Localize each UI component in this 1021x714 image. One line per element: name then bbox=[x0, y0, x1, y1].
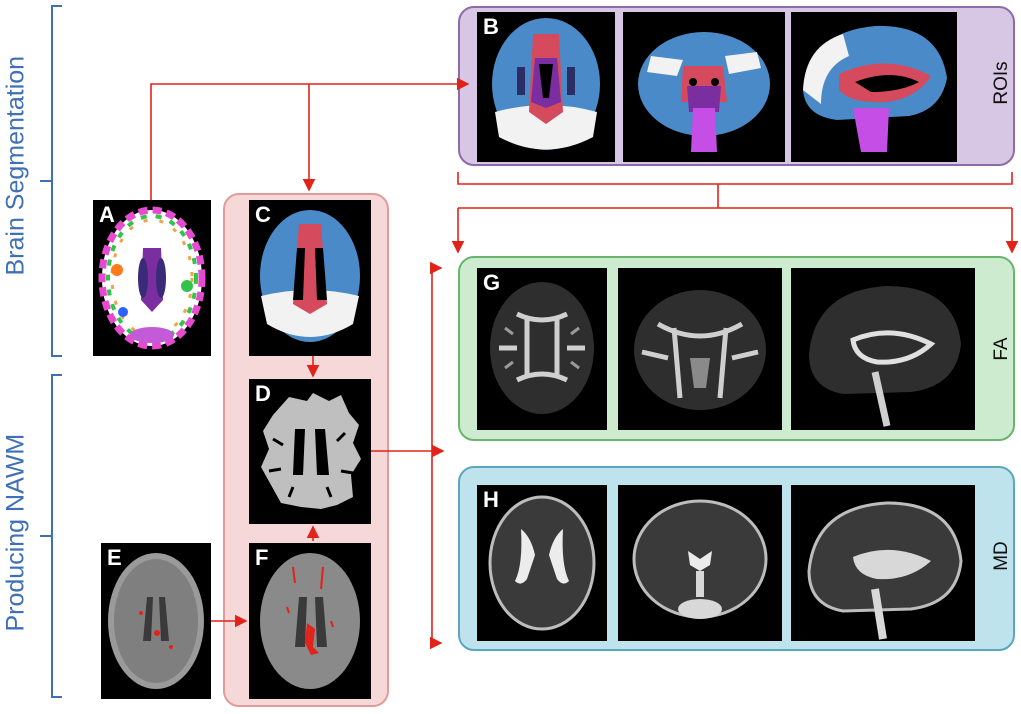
panel-letter-b: B bbox=[483, 14, 499, 39]
panel-b-sagittal-image bbox=[791, 12, 957, 162]
panel-d-image: D bbox=[249, 379, 371, 524]
panel-letter-f: F bbox=[255, 545, 269, 570]
left-bracket bbox=[431, 267, 440, 644]
brain-segmentation-brace bbox=[40, 5, 62, 357]
section-braces bbox=[40, 5, 62, 698]
panel-letter-g: G bbox=[483, 270, 501, 295]
panel-g-sagittal-image bbox=[791, 268, 975, 430]
panel-letter-e: E bbox=[107, 545, 122, 570]
brain-segmentation-label: Brain Segmentation bbox=[1, 55, 30, 276]
panel-letter-h: H bbox=[483, 487, 499, 512]
panel-h-coronal-image bbox=[618, 485, 782, 641]
panel-h-axial-image: H bbox=[477, 485, 607, 641]
panel-letter-c: C bbox=[255, 202, 271, 227]
producing-nawm-brace bbox=[40, 374, 62, 698]
panel-letter-a: A bbox=[99, 202, 115, 227]
panel-a-image: A bbox=[93, 200, 211, 356]
panel-e-image: E bbox=[101, 543, 211, 699]
rois-label: ROIs bbox=[991, 61, 1012, 105]
panel-h-sagittal-image bbox=[791, 485, 975, 641]
panel-f-image: F bbox=[249, 543, 371, 699]
panel-b-axial-image: B bbox=[477, 12, 615, 162]
panel-letter-d: D bbox=[255, 381, 271, 406]
fa-label: FA bbox=[991, 337, 1012, 361]
rois-bracket bbox=[457, 172, 1013, 185]
panel-g-coronal-image bbox=[618, 268, 782, 430]
panel-b-coronal-image bbox=[623, 12, 785, 162]
panel-g-axial-image: G bbox=[477, 268, 607, 430]
arrow-a-to-b bbox=[150, 77, 470, 200]
md-label: MD bbox=[991, 541, 1012, 571]
producing-nawm-label: Producing NAWM bbox=[1, 433, 30, 632]
panel-c-image: C bbox=[249, 200, 371, 356]
